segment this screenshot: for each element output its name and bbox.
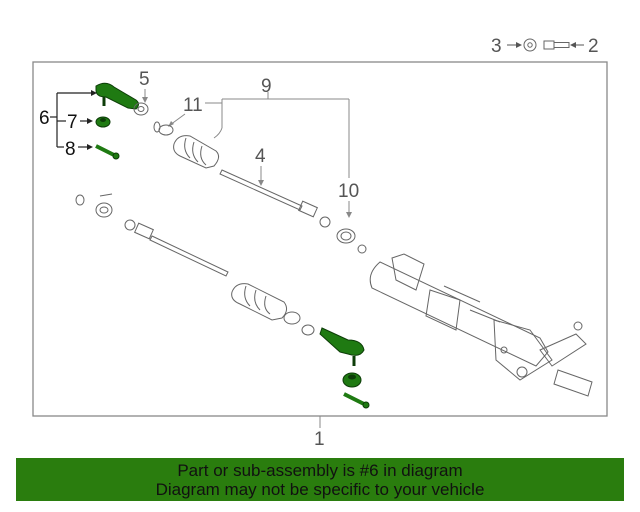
nut-icon[interactable] — [342, 372, 362, 388]
tie-rod-end-icon[interactable] — [95, 82, 139, 110]
clamp-icon — [336, 228, 367, 254]
washer-icon — [523, 38, 537, 52]
inner-tie-rod-icon — [124, 219, 229, 277]
callout-10[interactable]: 10 — [338, 181, 359, 202]
callout-7[interactable]: 7 — [67, 112, 78, 133]
bolt-icon — [543, 40, 570, 50]
callout-8[interactable]: 8 — [65, 139, 76, 160]
washer-icon — [75, 193, 113, 218]
callout-3[interactable]: 3 — [491, 36, 502, 57]
callout-4[interactable]: 4 — [255, 146, 266, 167]
clamp-icon — [283, 311, 315, 336]
clamp-icon — [153, 121, 174, 136]
cotter-pin-icon[interactable] — [343, 392, 370, 409]
nut-icon[interactable] — [95, 116, 111, 128]
boot-icon — [173, 135, 220, 169]
parts-diagram: 3 2 6 7 8 5 11 9 — [32, 36, 608, 450]
boot-icon — [231, 283, 288, 321]
callout-5[interactable]: 5 — [139, 69, 150, 90]
lock-nut-icon — [133, 102, 149, 116]
callout-1[interactable]: 1 — [314, 429, 325, 450]
callout-9[interactable]: 9 — [261, 76, 272, 97]
cotter-pin-icon[interactable] — [95, 144, 120, 160]
callout-2[interactable]: 2 — [588, 36, 599, 57]
info-banner: Part or sub-assembly is #6 in diagram Di… — [16, 458, 624, 501]
callout-6[interactable]: 6 — [39, 108, 50, 129]
tie-rod-end-icon[interactable] — [319, 327, 365, 366]
callout-11[interactable]: 11 — [183, 95, 203, 116]
inner-tie-rod-icon — [219, 169, 331, 228]
banner-line-2: Diagram may not be specific to your vehi… — [155, 480, 485, 499]
diagram-frame — [32, 61, 608, 417]
steering-rack-icon — [369, 253, 593, 397]
banner-line-1: Part or sub-assembly is #6 in diagram — [177, 461, 463, 480]
